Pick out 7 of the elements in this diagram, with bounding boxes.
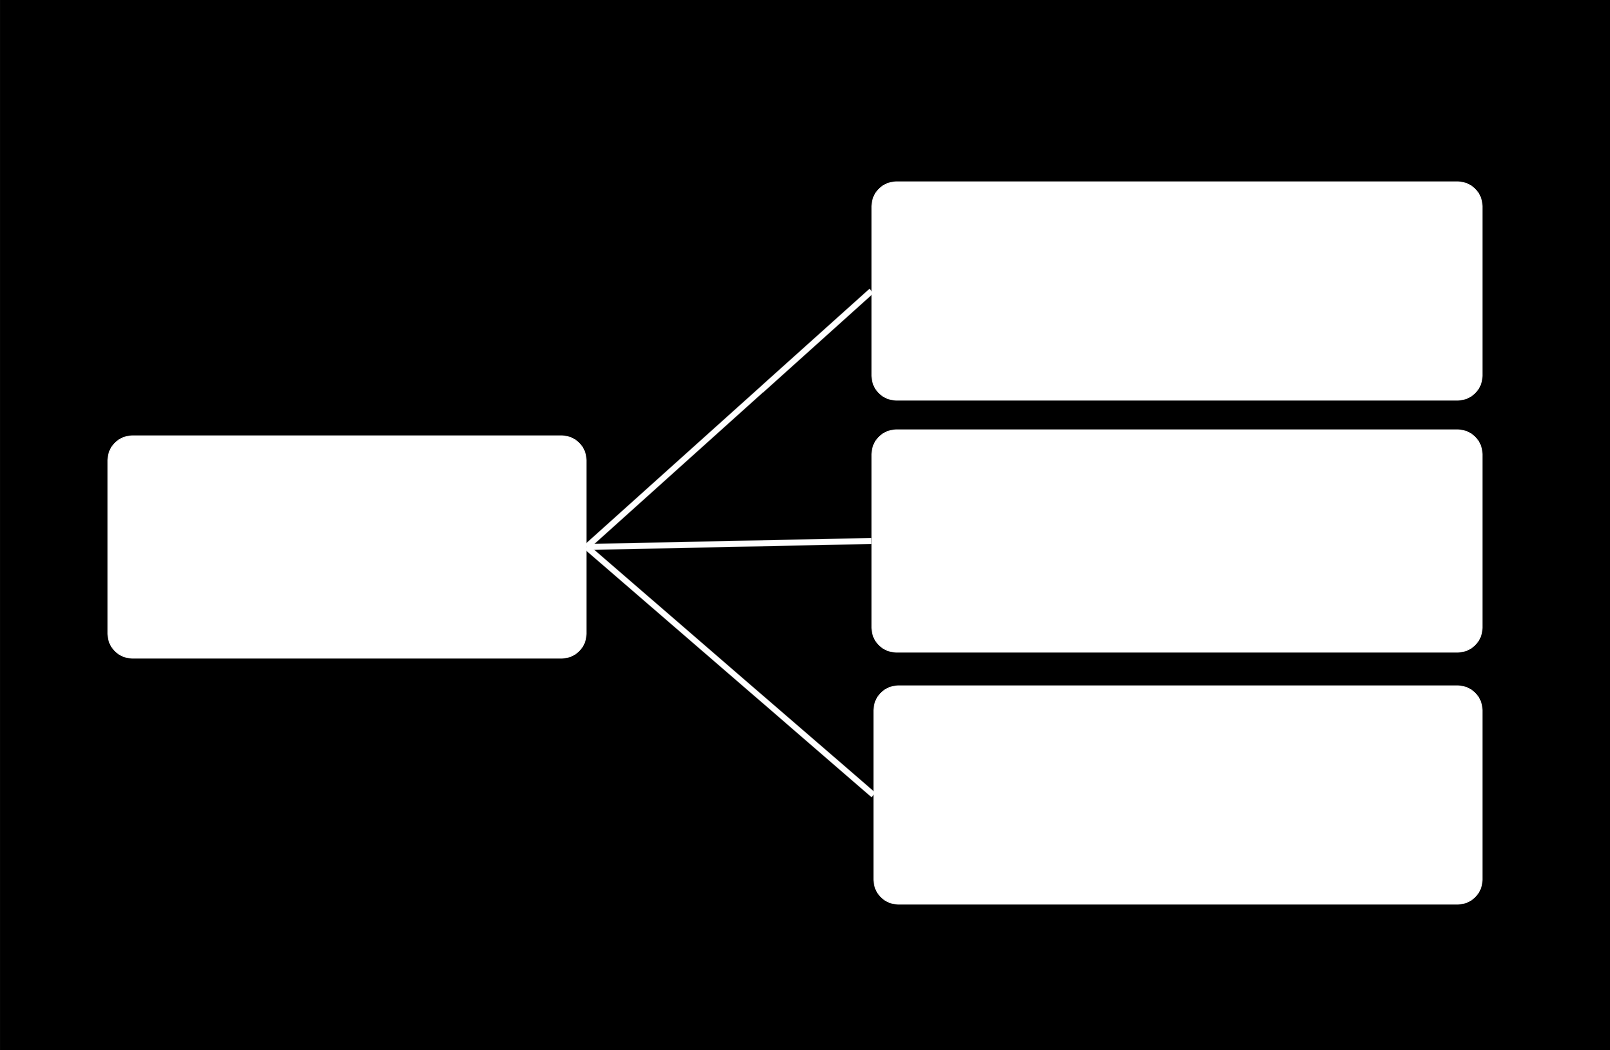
rounded-box — [873, 685, 1483, 905]
connector-line — [584, 544, 876, 798]
rounded-box — [871, 429, 1483, 653]
connector-line — [586, 538, 872, 550]
rounded-box — [107, 435, 587, 659]
rounded-box — [871, 181, 1483, 401]
connector-line — [584, 288, 874, 550]
